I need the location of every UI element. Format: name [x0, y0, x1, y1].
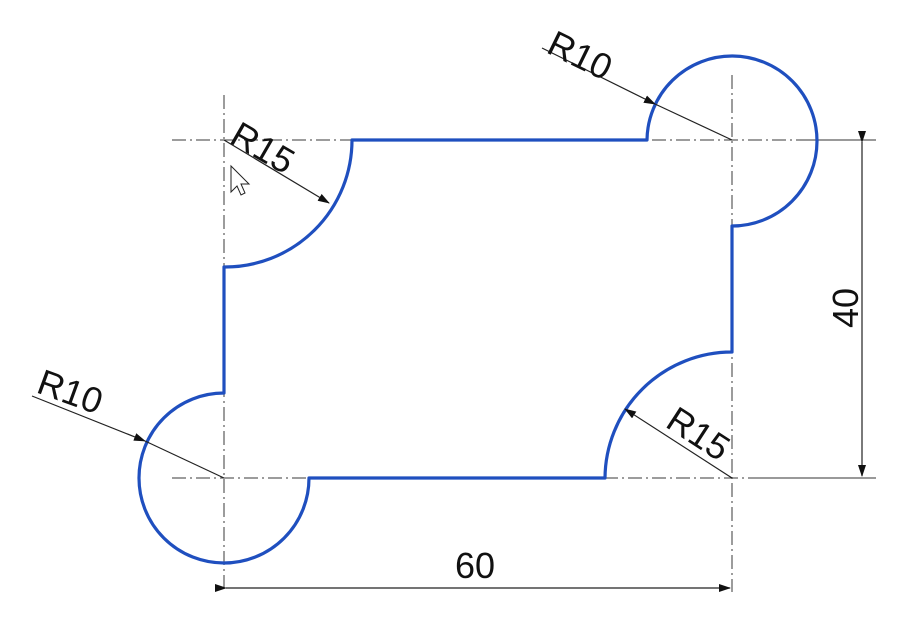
leader-top-left-r15 — [223, 139, 330, 204]
profile-outline — [137, 54, 819, 565]
label-top-right-radius: R10 — [541, 22, 618, 88]
mouse-cursor-icon — [230, 164, 251, 196]
dimension-labels: R15 R10 R10 R15 60 40 — [32, 22, 866, 586]
radius-leaders — [31, 47, 733, 479]
leader-bottom-right-r15 — [624, 408, 733, 479]
leader-top-right-r10-ext — [654, 103, 733, 141]
leader-bottom-left-r10-ext — [144, 440, 225, 479]
label-height: 40 — [825, 288, 866, 328]
label-bottom-left-radius: R10 — [32, 361, 108, 422]
leader-bottom-left-r10 — [31, 395, 146, 442]
label-bottom-right-radius: R15 — [660, 398, 738, 468]
linear-dimensions — [215, 131, 866, 592]
leader-top-right-r10 — [541, 47, 656, 105]
label-width: 60 — [455, 545, 495, 586]
